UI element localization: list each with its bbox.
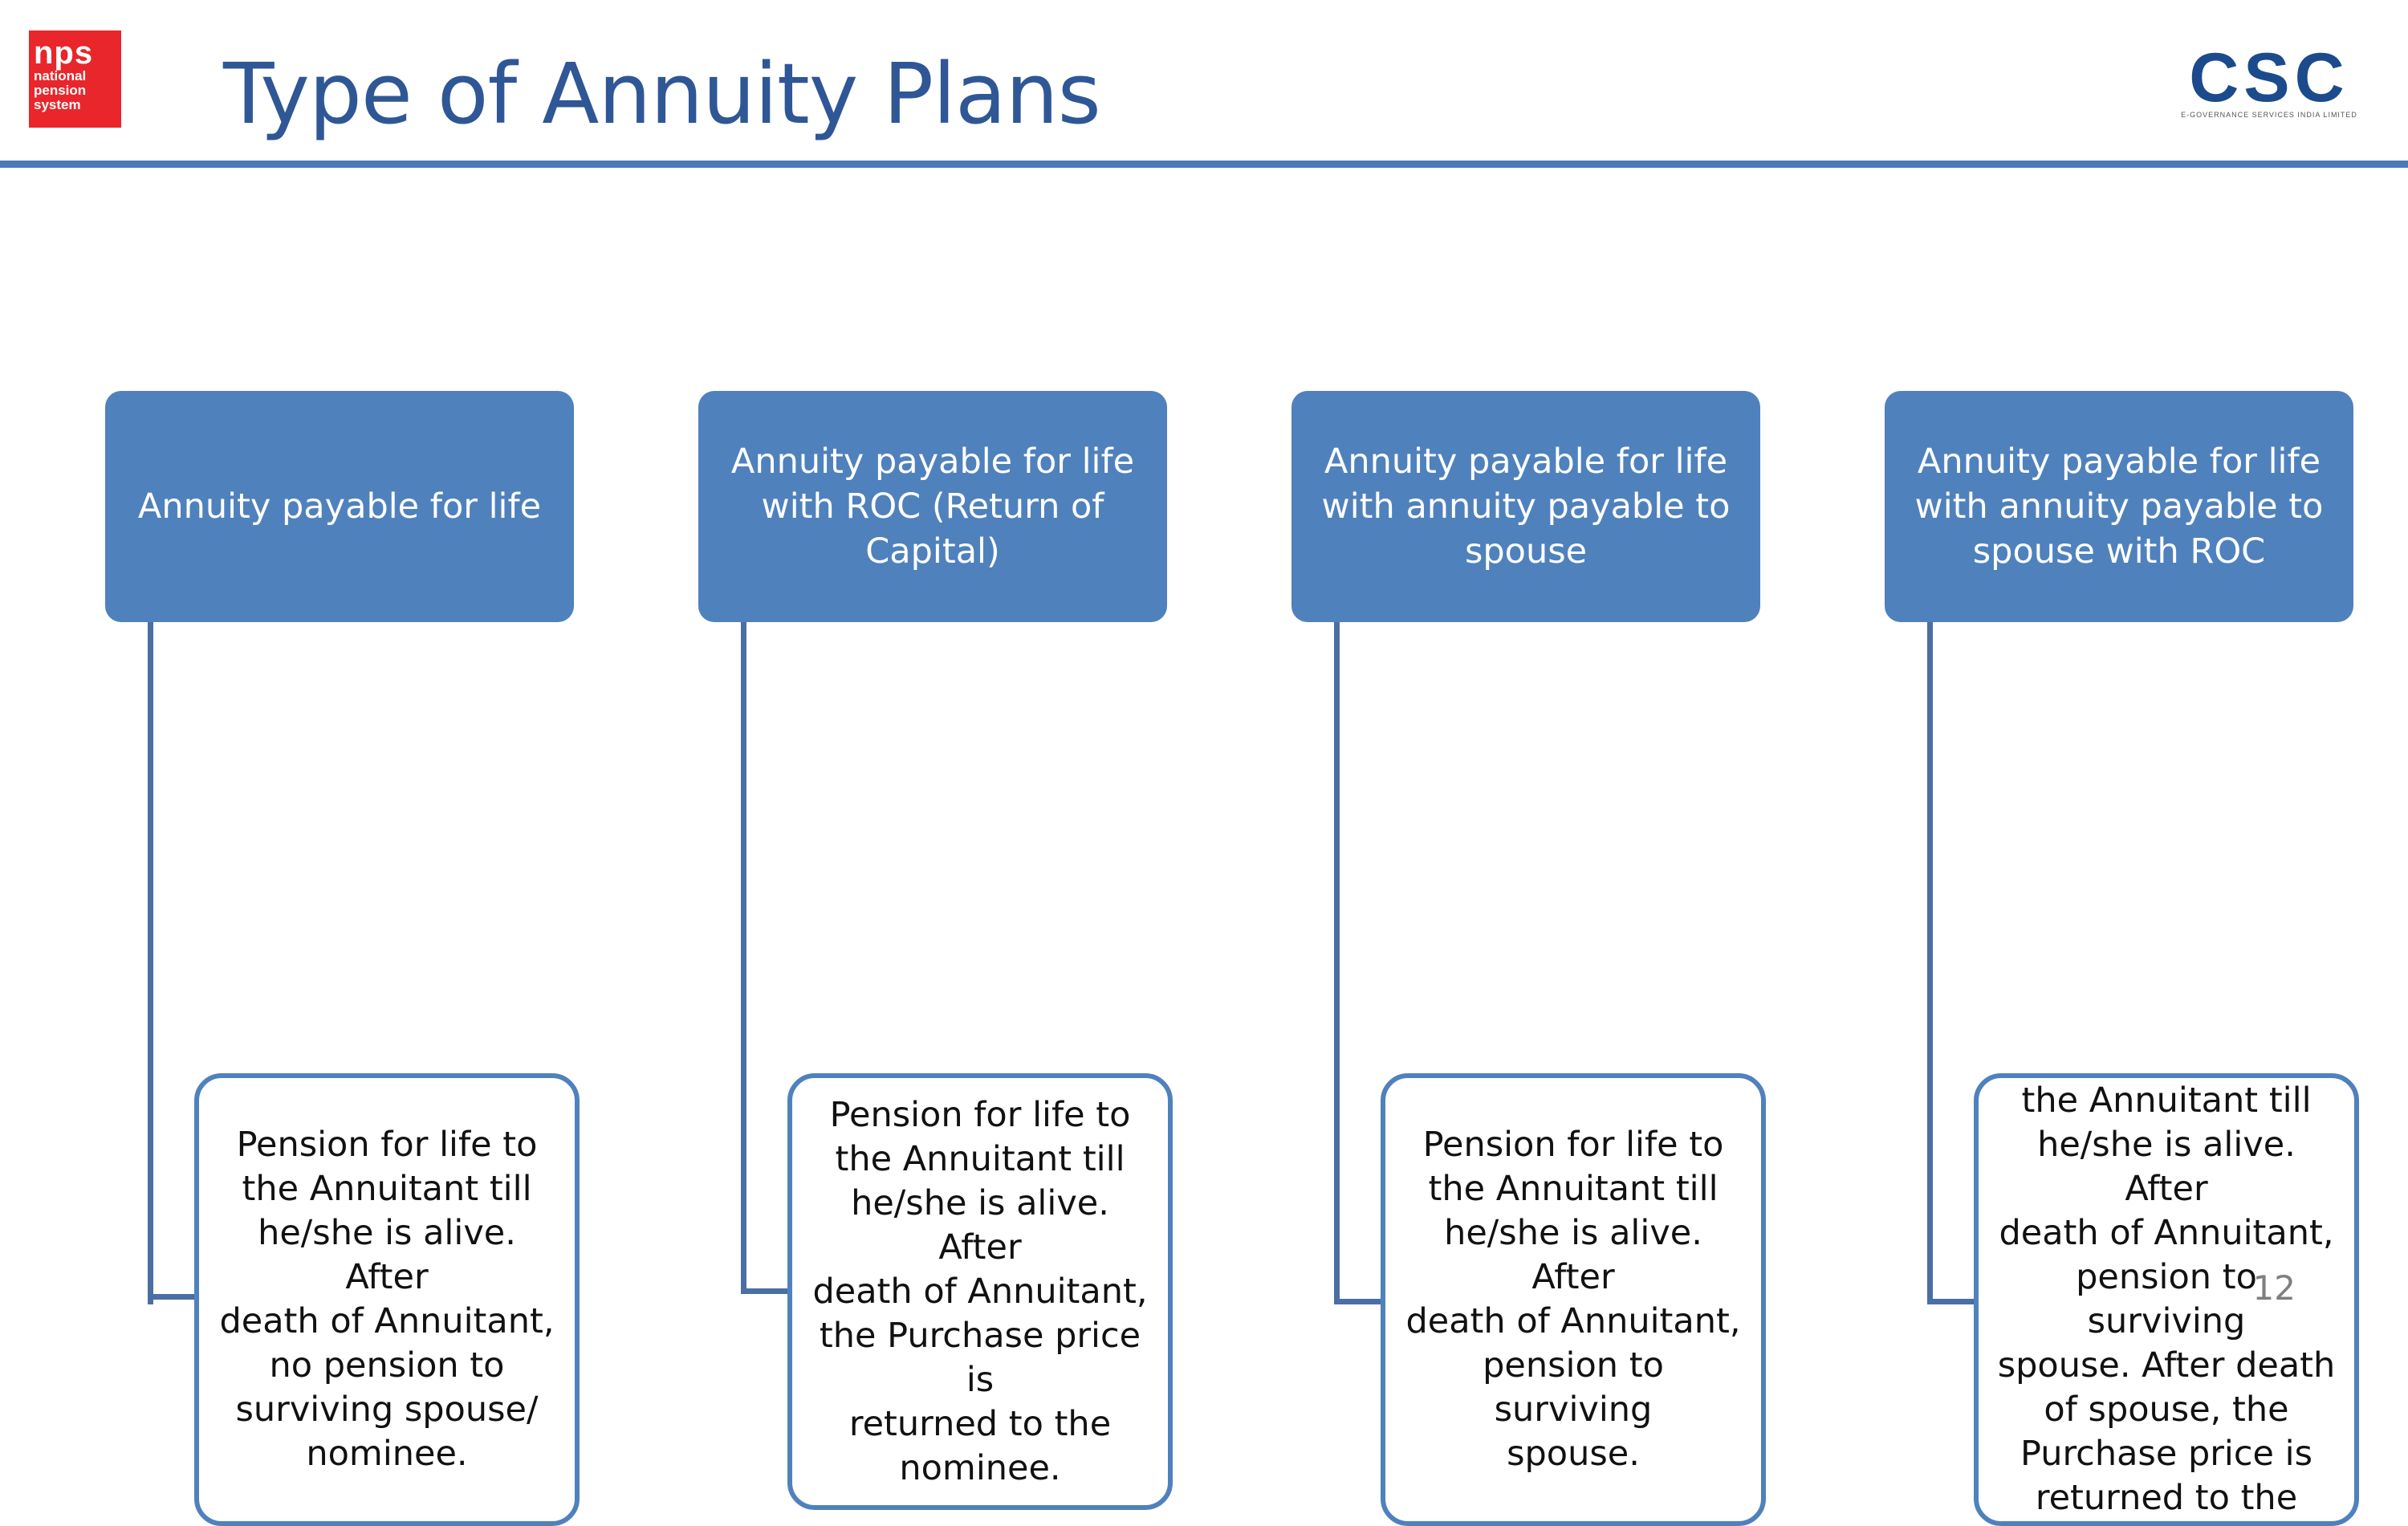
header-divider	[0, 161, 2408, 168]
page-title: Type of Annuity Plans	[223, 45, 1101, 143]
connector-vertical-3	[1334, 622, 1340, 1304]
plan-column-3: Annuity payable for life with annuity pa…	[1291, 391, 1773, 1526]
plan-detail-4: Pension for life to the Annuitant till h…	[1974, 1073, 2359, 1526]
plan-header-2-text: Annuity payable for life with ROC (Retur…	[730, 442, 1135, 572]
nps-logo-line-3: system	[34, 97, 81, 112]
csc-logo: CSC E-GOVERNANCE SERVICES INDIA LIMITED	[2161, 43, 2377, 124]
plan-detail-3-text: Pension for life to the Annuitant till h…	[1405, 1125, 1741, 1474]
plan-detail-1-text: Pension for life to the Annuitant till h…	[219, 1125, 555, 1474]
plan-column-1: Annuity payable for life Pension for lif…	[105, 391, 587, 1526]
page-number: 12	[2252, 1268, 2296, 1308]
plan-detail-2: Pension for life to the Annuitant till h…	[787, 1073, 1173, 1510]
plan-header-3-text: Annuity payable for life with annuity pa…	[1321, 442, 1731, 572]
connector-vertical-2	[741, 622, 746, 1294]
plan-header-4-text: Annuity payable for life with annuity pa…	[1914, 442, 2324, 572]
plan-header-1: Annuity payable for life	[105, 391, 574, 622]
connector-vertical-4	[1927, 622, 1933, 1304]
connector-horizontal-1	[148, 1294, 196, 1300]
nps-logo-line-1: national	[34, 68, 87, 83]
annuity-plans-diagram: Annuity payable for life Pension for lif…	[105, 391, 2366, 1526]
connector-horizontal-4	[1927, 1299, 1975, 1304]
connector-horizontal-2	[741, 1288, 789, 1294]
nps-logo-mark: nps	[34, 35, 94, 71]
plan-detail-3: Pension for life to the Annuitant till h…	[1381, 1073, 1766, 1526]
plan-header-1-text: Annuity payable for life	[137, 486, 542, 527]
plan-header-3: Annuity payable for life with annuity pa…	[1291, 391, 1760, 622]
nps-logo-line-2: pension	[34, 83, 87, 98]
connector-horizontal-3	[1334, 1299, 1382, 1304]
plan-column-4: Annuity payable for life with annuity pa…	[1885, 391, 2366, 1526]
csc-logo-letters: CSC	[2189, 39, 2349, 116]
connector-vertical-1	[148, 622, 153, 1304]
plan-header-4: Annuity payable for life with annuity pa…	[1885, 391, 2353, 622]
plan-detail-2-text: Pension for life to the Annuitant till h…	[812, 1094, 1148, 1488]
plan-header-2: Annuity payable for life with ROC (Retur…	[698, 391, 1167, 622]
plan-detail-1: Pension for life to the Annuitant till h…	[194, 1073, 580, 1526]
plan-column-2: Annuity payable for life with ROC (Retur…	[698, 391, 1180, 1510]
nps-logo: nps national pension system	[29, 31, 121, 128]
csc-logo-tagline: E-GOVERNANCE SERVICES INDIA LIMITED	[2181, 111, 2357, 119]
